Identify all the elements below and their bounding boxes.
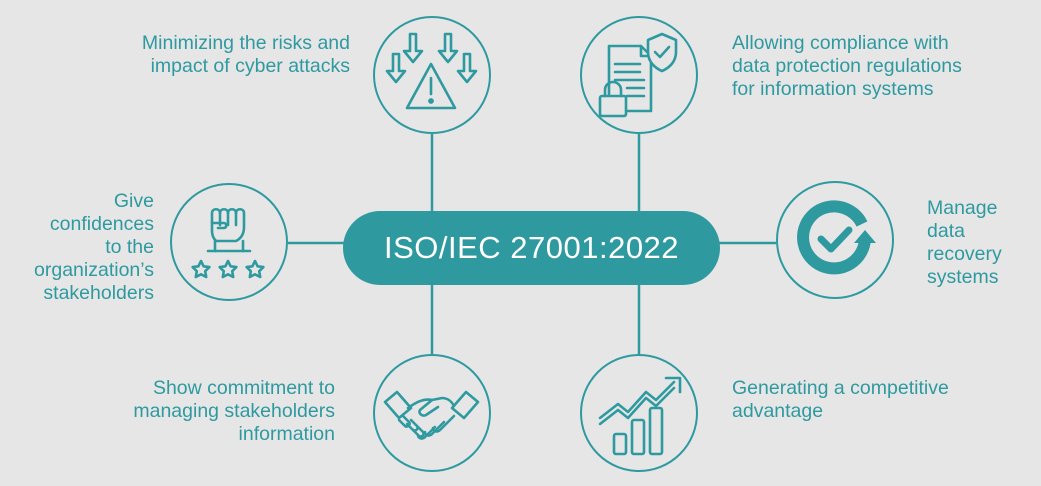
advantage-label: Generating a competitive advantage: [732, 377, 1032, 423]
confidence-circle: [170, 183, 288, 301]
center-standard-pill: ISO/IEC 27001:2022: [343, 211, 720, 285]
commitment-label-line: managing stakeholders: [133, 400, 335, 422]
commitment-label: Show commitment to managing stakeholders…: [70, 377, 335, 446]
commitment-circle: [373, 354, 491, 472]
commitment-label-line: information: [238, 423, 335, 445]
advantage-label-line: advantage: [732, 400, 824, 422]
commitment-label-line: Show commitment to: [152, 377, 335, 399]
recovery-label: Manage data recovery systems: [927, 197, 1037, 289]
recovery-label-line: Manage: [927, 197, 998, 219]
advantage-label-line: Generating a competitive: [732, 377, 949, 399]
compliance-label-line: Allowing compliance with: [732, 32, 949, 54]
confidence-label-line: Give: [113, 190, 154, 212]
risk-circle: [373, 16, 491, 134]
compliance-label-line: data protection regulations: [732, 55, 962, 77]
risk-label-line: impact of cyber attacks: [150, 55, 350, 77]
fist-stars-icon: [191, 207, 265, 279]
recovery-label-line: data: [927, 220, 965, 242]
compliance-label: Allowing compliance with data protection…: [732, 32, 1032, 101]
document-lock-shield-icon: [598, 32, 678, 118]
recovery-label-line: recovery: [927, 243, 1002, 265]
compliance-label-line: for information systems: [732, 78, 934, 100]
recovery-circle: [776, 181, 894, 299]
confidence-label-line: organization’s: [34, 259, 154, 281]
center-title: ISO/IEC 27001:2022: [383, 230, 680, 265]
compliance-circle: [580, 16, 698, 134]
advantage-circle: [580, 354, 698, 472]
risk-label: Minimizing the risks and impact of cyber…: [60, 32, 350, 78]
confidence-label: Give confidences to the organization’s s…: [0, 190, 154, 305]
risk-label-line: Minimizing the risks and: [141, 32, 350, 54]
handshake-icon: [383, 390, 480, 440]
circular-check-icon: [797, 200, 876, 275]
confidence-label-line: confidences: [49, 213, 154, 235]
warning-arrows-icon: [385, 32, 478, 110]
growth-chart-icon: [598, 376, 682, 456]
confidence-label-line: to the: [105, 236, 154, 258]
confidence-label-line: stakeholders: [43, 282, 154, 304]
recovery-label-line: systems: [927, 266, 999, 288]
